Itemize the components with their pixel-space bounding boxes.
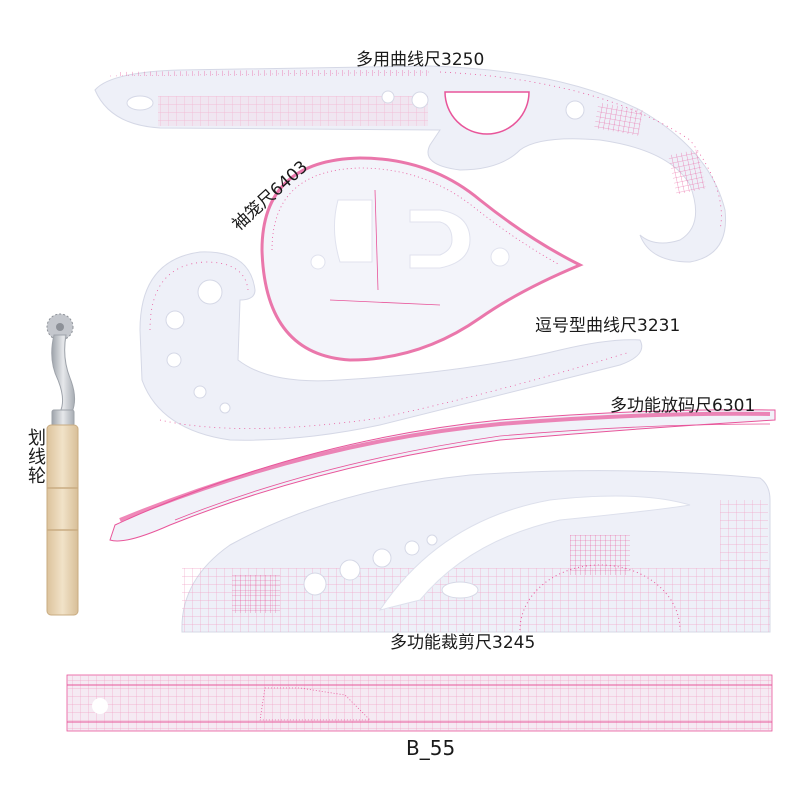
cutting-ruler-label: 多功能裁剪尺3245 [390, 633, 536, 653]
grading-ruler-label: 多功能放码尺6301 [610, 396, 756, 416]
tracing-wheel-label: 划线轮 [25, 428, 46, 485]
comma-curve-ruler-3231 [139, 251, 643, 441]
straight-ruler-b55 [66, 674, 773, 732]
sleeve-ruler-6403 [260, 156, 584, 362]
multi-curve-ruler-3250 [94, 65, 727, 263]
tracing-wheel [46, 313, 79, 616]
grading-ruler-6301 [109, 409, 776, 542]
cutting-ruler-3245 [181, 470, 771, 633]
straight-ruler-label: B_55 [406, 736, 456, 760]
comma-curve-ruler-label: 逗号型曲线尺3231 [535, 316, 681, 336]
multi-curve-ruler-label: 多用曲线尺3250 [356, 50, 485, 70]
